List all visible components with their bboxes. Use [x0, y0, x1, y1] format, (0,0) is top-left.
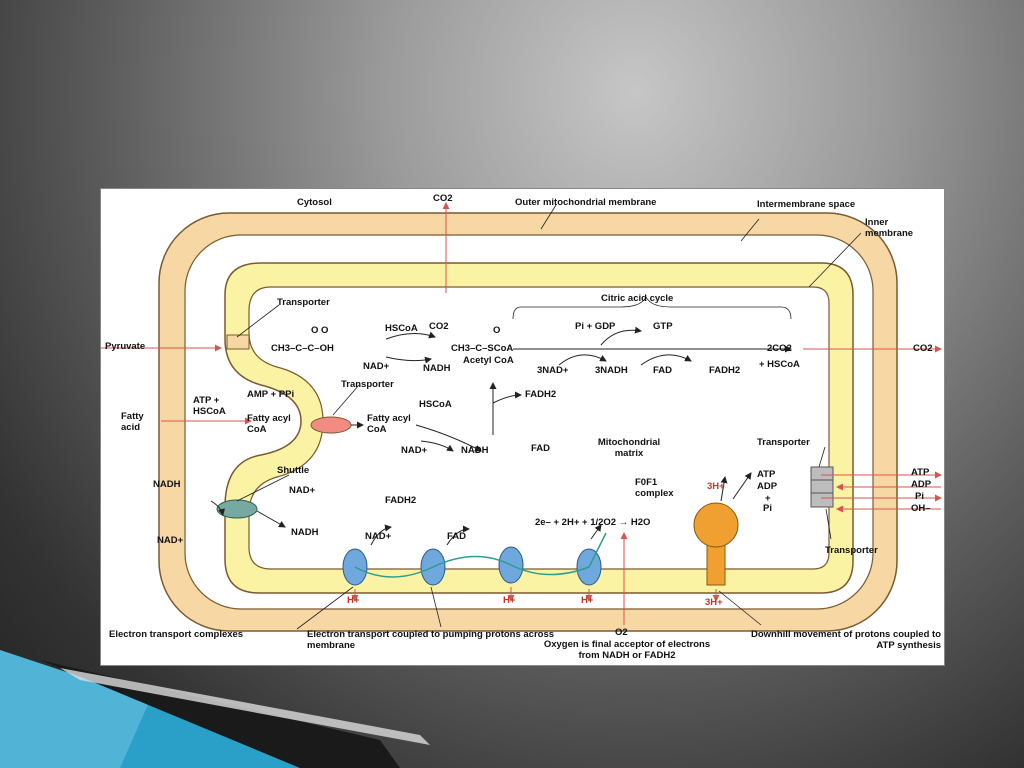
electron-path — [354, 532, 607, 578]
amp-ppi-label: AMP + PPi — [247, 389, 295, 400]
pi-gdp-label: Pi + GDP — [575, 321, 616, 332]
three-nad-label: 3NAD+ — [537, 365, 569, 376]
diagram-drawing — [101, 202, 942, 632]
adp-label: ADP — [757, 481, 778, 492]
mitochondrial-matrix-label: Mitochondrial matrix — [597, 437, 661, 459]
fatty-acid-label: Fatty acid — [121, 411, 144, 433]
pyruvate-label: Pyruvate — [105, 341, 146, 352]
atp-out-label: ATP — [911, 467, 930, 478]
h-plus-label-2: H+ — [503, 595, 516, 606]
transporter-top-label: Transporter — [277, 297, 330, 308]
nadh-label-2: NADH — [461, 445, 489, 456]
h-plus-label-3: H+ — [581, 595, 594, 606]
acetyl-formula: CH3–C–SCoA — [451, 343, 514, 354]
fadh2-beta-label: FADH2 — [525, 389, 557, 400]
nad-shuttle-label: NAD+ — [289, 485, 316, 496]
nad-plus-label-2: NAD+ — [401, 445, 428, 456]
outer-membrane-label: Outer mitochondrial membrane — [515, 197, 657, 208]
oxygen-acceptor-label: Oxygen is final acceptor of electrons fr… — [543, 639, 711, 661]
hscoa-label-2: HSCoA — [419, 399, 452, 410]
two-co2-label: 2CO2 — [767, 343, 792, 354]
nad-plus-etc-label: NAD+ — [365, 531, 392, 542]
h-plus-label-1: H+ — [347, 595, 360, 606]
o2-label: O2 — [615, 627, 628, 638]
carbonyl-label: O O — [311, 325, 329, 336]
acetyl-carbonyl-label: O — [493, 325, 501, 336]
shuttle-label: Shuttle — [277, 465, 310, 476]
pi-out-label: Pi — [915, 491, 924, 502]
three-h-bottom-label: 3H+ — [705, 597, 723, 608]
fad-cycle-label: FAD — [653, 365, 672, 376]
etc-pumping-label: Electron transport coupled to pumping pr… — [307, 629, 555, 651]
pyruvate-formula: CH3–C–C–OH — [271, 343, 334, 354]
plus-hscoa-label: + HSCoA — [759, 359, 800, 370]
etc-complexes-label: Electron transport complexes — [109, 629, 244, 640]
oxygen-equation-label: 2e– + 2H+ + 1/2O2 → H2O — [535, 517, 651, 528]
transporter-bottom-label: Transporter — [825, 545, 878, 556]
fadh2-etc-label: FADH2 — [385, 495, 417, 506]
co2-top-label: CO2 — [433, 193, 453, 204]
nadh-shuttle-label: NADH — [291, 527, 319, 538]
transporter-right-label: Transporter — [757, 437, 810, 448]
citric-acid-cycle-label: Citric acid cycle — [601, 293, 674, 304]
three-nadh-label: 3NADH — [595, 365, 628, 376]
three-h-top-label: 3H+ — [707, 481, 725, 492]
nad-cytosol-label: NAD+ — [157, 535, 184, 546]
nadh-cytosol-label: NADH — [153, 479, 181, 490]
nadh-label-1: NADH — [423, 363, 451, 374]
inner-membrane-label: Inner membrane — [865, 217, 914, 239]
fatty-acyl-coa-out-label: Fatty acyl CoA — [247, 413, 291, 435]
nad-plus-label-1: NAD+ — [363, 361, 390, 372]
transporter-mid-label: Transporter — [341, 379, 394, 390]
pi-label: Pi — [763, 503, 772, 514]
intermembrane-space-label: Intermembrane space — [757, 199, 856, 210]
oh-out-label: OH– — [911, 503, 931, 514]
plus-label: + — [765, 493, 771, 504]
fofi-complex-label: F0F1 complex — [635, 477, 674, 499]
adp-out-label: ADP — [911, 479, 932, 490]
fad-etc-label: FAD — [447, 531, 466, 542]
atp-label: ATP — [757, 469, 776, 480]
atp-synthase — [693, 502, 739, 586]
co2-right-label: CO2 — [913, 343, 933, 354]
mitochondrion-diagram: Cytosol CO2 Outer mitochondrial membrane… — [100, 188, 945, 666]
downhill-label: Downhill movement of protons coupled to … — [751, 629, 941, 651]
gtp-label: GTP — [653, 321, 673, 332]
co2-mid-label: CO2 — [429, 321, 449, 332]
acetyl-coa-label: Acetyl CoA — [463, 355, 514, 366]
cytosol-label: Cytosol — [297, 197, 332, 208]
fad-beta-label: FAD — [531, 443, 550, 454]
atp-hscoa-label: ATP + HSCoA — [193, 395, 226, 417]
fatty-acyl-coa-in-label: Fatty acyl CoA — [367, 413, 411, 435]
hscoa-label-1: HSCoA — [385, 323, 418, 334]
fadh2-cycle-label: FADH2 — [709, 365, 741, 376]
